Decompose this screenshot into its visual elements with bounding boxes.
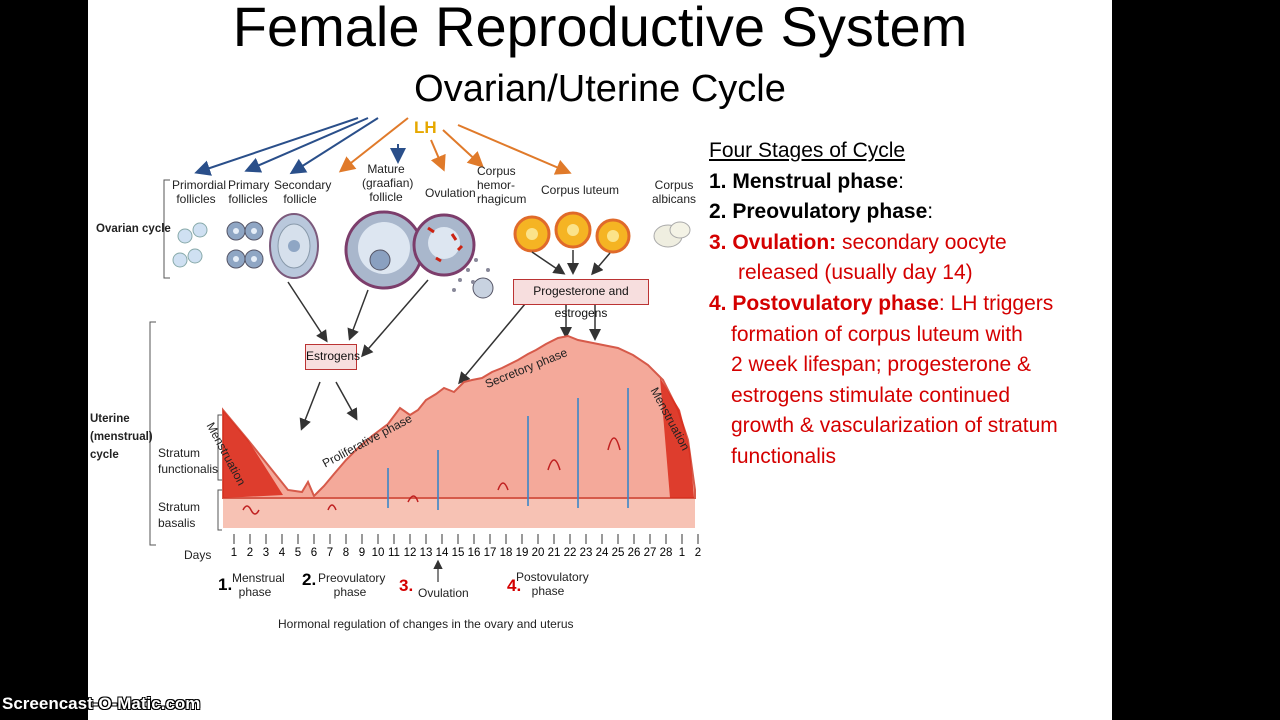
estrogens-box: Estrogens xyxy=(305,344,360,370)
day-label: 6 xyxy=(310,547,318,559)
day-label: 2 xyxy=(694,547,702,559)
bottom-number-1: 1. xyxy=(218,575,233,594)
corpus-hemorrhagicum-label: Corpus hemor- rhagicum xyxy=(477,164,527,206)
stage-2: 2. Preovulatory phase: xyxy=(709,197,1109,228)
primordial-follicles-label: Primordial follicles xyxy=(172,178,227,206)
menstrual-phase-label: Menstrual phase xyxy=(232,571,285,599)
day-label: 26 xyxy=(627,547,641,559)
stage-1-colon: : xyxy=(898,169,904,193)
day-label: 14 xyxy=(435,547,449,559)
day-label: 17 xyxy=(483,547,497,559)
days-label: Days xyxy=(184,548,212,562)
stage-3-text: secondary oocyte xyxy=(836,230,1007,254)
hormone-arrows xyxy=(194,117,572,176)
mature-follicle xyxy=(344,210,424,290)
day-label: 15 xyxy=(451,547,465,559)
day-label: 11 xyxy=(388,547,400,559)
endometrium xyxy=(222,334,696,528)
slide-title: Female Reproductive System xyxy=(232,0,968,58)
corpus-luteum-label: Corpus luteum xyxy=(541,183,620,197)
day-label: 16 xyxy=(467,547,481,559)
secondary-follicle-label: Secondary follicle xyxy=(274,178,332,206)
watermark: Screencast-O-Matic.com xyxy=(2,694,201,713)
stage-1: 1. Menstrual phase: xyxy=(709,167,1109,198)
day-label: 7 xyxy=(326,547,334,559)
day-label: 25 xyxy=(611,547,625,559)
day-label: 20 xyxy=(531,547,545,559)
stage-2-title: 2. Preovulatory phase xyxy=(709,200,928,224)
stage-2-colon: : xyxy=(927,200,934,224)
bottom-number-4: 4. xyxy=(507,576,522,595)
ovulation-day-label: Ovulation xyxy=(418,586,469,600)
stages-text: Four Stages of Cycle 1. Menstrual phase:… xyxy=(709,136,1109,473)
diagram-caption: Hormonal regulation of changes in the ov… xyxy=(278,617,574,631)
ovarian-cycle-label: Ovarian cycle xyxy=(96,223,171,235)
uterine-cycle-label: Uterine (menstrual) cycle xyxy=(90,413,153,461)
day-ticks xyxy=(233,534,699,544)
stage-4-colon: : xyxy=(938,291,945,315)
stage-3-cont: released (usually day 14) xyxy=(738,261,973,285)
day-label: 2 xyxy=(246,547,254,559)
day-label: 21 xyxy=(547,547,561,559)
corpus-albicans-label: Corpus albicans xyxy=(651,178,697,206)
day-label: 1 xyxy=(230,547,238,559)
preovulatory-phase-label: Preovulatory phase xyxy=(318,571,386,599)
day-label: 13 xyxy=(419,547,433,559)
lh-label: LH xyxy=(414,118,437,137)
corpus-albicans xyxy=(653,221,691,248)
primordial-follicles xyxy=(172,222,208,268)
ovulation-label: Ovulation xyxy=(425,186,476,200)
slide: Female Reproductive System Ovarian/Uteri… xyxy=(88,0,1112,720)
day-label: 10 xyxy=(371,547,385,559)
day-label: 27 xyxy=(643,547,657,559)
secondary-follicle xyxy=(269,213,319,279)
bottom-number-2: 2. xyxy=(302,570,317,589)
stage-3: 3. Ovulation: secondary oocyte xyxy=(709,228,1109,259)
cycle-diagram xyxy=(149,117,699,582)
stage-1-title: 1. Menstrual phase xyxy=(709,169,899,193)
stage-4-line-1: formation of corpus luteum with xyxy=(731,322,1023,346)
slide-subtitle: Ovarian/Uterine Cycle xyxy=(414,68,786,110)
stage-4-line-4: growth & vascularization of stratum xyxy=(731,414,1058,438)
day-label: 19 xyxy=(515,547,529,559)
mature-follicle-label: Mature (graafian) follicle xyxy=(362,162,414,204)
day-label: 4 xyxy=(278,547,286,559)
stage-4-line-5: functionalis xyxy=(731,444,837,468)
corpus-luteum xyxy=(513,211,631,254)
day-label: 22 xyxy=(563,547,577,559)
stage-4-line-3: estrogens stimulate continued xyxy=(731,383,1010,407)
stage-3-title: 3. Ovulation: xyxy=(709,230,837,254)
day-label: 9 xyxy=(358,547,366,559)
stage-4-line-2: 2 week lifespan; progesterone & xyxy=(731,353,1032,377)
stages-heading: Four Stages of Cycle xyxy=(709,139,906,162)
stratum-basalis-label: Stratum basalis xyxy=(158,500,201,530)
day-label: 1 xyxy=(678,547,686,559)
postovulatory-phase-label: Postovulatory phase xyxy=(516,570,589,598)
primary-follicles xyxy=(226,221,264,269)
day-label: 28 xyxy=(659,547,673,559)
primary-follicles-label: Primary follicles xyxy=(228,178,270,206)
day-label: 3 xyxy=(262,547,270,559)
stratum-functionalis-label: Stratum functionalis xyxy=(158,446,219,476)
day-label: 5 xyxy=(294,547,302,559)
day-label: 18 xyxy=(499,547,513,559)
day-label: 8 xyxy=(342,547,350,559)
day-label: 12 xyxy=(403,547,417,559)
stage-4: 4. Postovulatory phase: LH triggers xyxy=(709,289,1109,320)
bottom-number-3: 3. xyxy=(399,576,414,595)
ovulation-follicle xyxy=(412,213,494,299)
stage-4-text: LH triggers xyxy=(944,291,1054,315)
day-label: 24 xyxy=(595,547,609,559)
day-label: 23 xyxy=(579,547,593,559)
stage-4-title: 4. Postovulatory phase xyxy=(709,291,939,315)
progesterone-estrogens-box: Progesterone and estrogens xyxy=(513,279,649,320)
